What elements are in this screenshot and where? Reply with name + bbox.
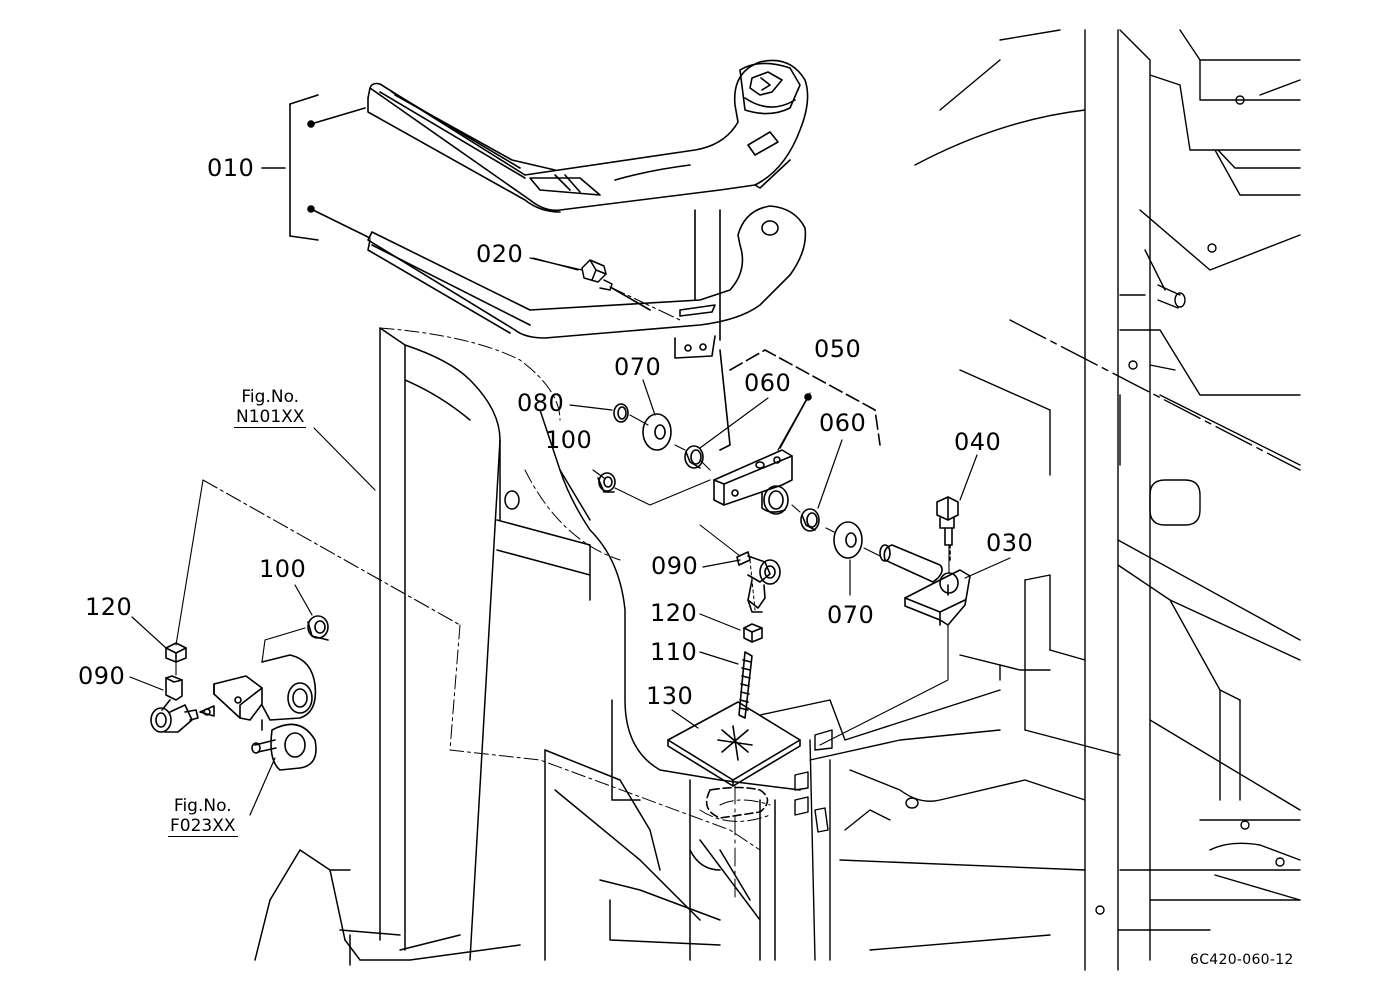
figure-ref-f023xx[interactable]: Fig.No. F023XX <box>168 796 238 837</box>
figure-ref-code: F023XX <box>168 816 238 837</box>
part-label-090-left[interactable]: 090 <box>78 662 126 690</box>
part-label-090-center[interactable]: 090 <box>651 552 699 580</box>
part-label-100-left[interactable]: 100 <box>259 555 307 583</box>
bolt-040 <box>820 497 958 745</box>
part-label-030[interactable]: 030 <box>986 529 1034 557</box>
part-label-120-center[interactable]: 120 <box>650 599 698 627</box>
column-housing <box>255 328 800 965</box>
washers <box>598 404 880 558</box>
bolt-020 <box>530 258 680 320</box>
part-label-070-lower[interactable]: 070 <box>827 601 875 629</box>
plate-050 <box>714 350 880 514</box>
figure-ref-prefix: Fig.No. <box>241 387 300 407</box>
part-label-130[interactable]: 130 <box>646 682 694 710</box>
part-label-070-upper[interactable]: 070 <box>614 353 662 381</box>
part-label-060-upper[interactable]: 060 <box>744 369 792 397</box>
part-label-120-left[interactable]: 120 <box>85 593 133 621</box>
part-label-110[interactable]: 110 <box>650 638 698 666</box>
leader-lines <box>130 258 1010 815</box>
nut-bolt-plate <box>668 624 800 900</box>
part-label-040[interactable]: 040 <box>954 428 1002 456</box>
cab-frame-background <box>915 30 1300 970</box>
drawing-code: 6C420-060-12 <box>1190 952 1294 968</box>
rod-end-090-center <box>700 525 780 612</box>
pedal-assembly-010 <box>262 60 808 358</box>
part-label-100-center[interactable]: 100 <box>545 426 593 454</box>
part-label-080[interactable]: 080 <box>517 389 565 417</box>
part-label-020[interactable]: 020 <box>476 240 524 268</box>
figure-ref-prefix: Fig.No. <box>173 796 232 816</box>
pin-bracket-030 <box>880 545 970 625</box>
figure-ref-n101xx[interactable]: Fig.No. N101XX <box>234 387 307 428</box>
floor-structure <box>760 690 1085 960</box>
part-label-010[interactable]: 010 <box>207 154 255 182</box>
left-subassembly <box>151 480 460 770</box>
reference-lines <box>380 328 770 850</box>
part-label-050[interactable]: 050 <box>814 335 862 363</box>
figure-ref-code: N101XX <box>234 407 307 428</box>
part-label-060-right[interactable]: 060 <box>819 409 867 437</box>
